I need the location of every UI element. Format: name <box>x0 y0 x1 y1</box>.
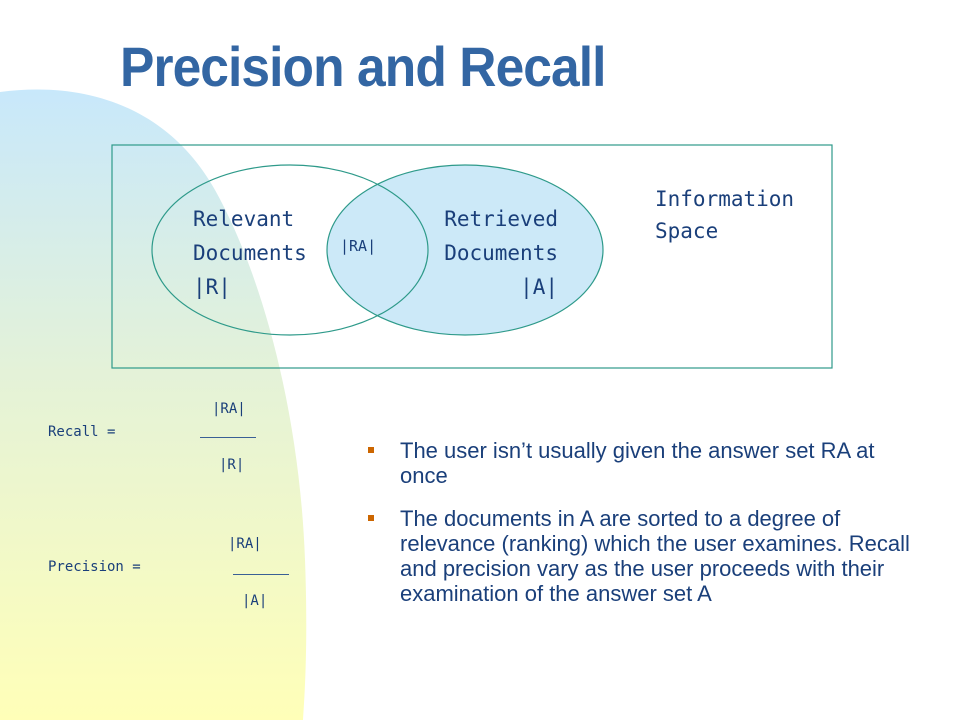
retrieved-label-line-1: Retrieved <box>444 207 558 231</box>
recall-numerator: |RA| <box>212 401 246 417</box>
bullet-text: The documents in A are sorted to a degre… <box>400 506 910 606</box>
information-space-box <box>111 144 833 369</box>
bullet-item: The documents in A are sorted to a degre… <box>368 506 928 606</box>
retrieved-label-line-3: |A| <box>520 275 558 299</box>
page-title: Precision and Recall <box>120 35 606 98</box>
recall-denominator: |R| <box>219 457 245 473</box>
precision-numerator: |RA| <box>228 536 262 552</box>
retrieved-label-line-2: Documents <box>444 241 558 265</box>
space-label-line-1: Information <box>655 187 795 211</box>
relevant-label-line-3: |R| <box>193 275 231 299</box>
bullet-text: The user isn’t usually given the answer … <box>400 438 875 488</box>
relevant-label-line-1: Relevant <box>193 207 295 231</box>
relevant-label-line-2: Documents <box>193 241 307 265</box>
space-label-line-2: Space <box>655 219 719 243</box>
relevant-documents-label: Relevant Documents |R| <box>193 202 307 304</box>
relevant-documents-circle <box>151 164 429 336</box>
recall-fraction-line <box>200 437 256 438</box>
information-space-label: Information Space <box>655 183 794 247</box>
retrieved-documents-circle <box>326 164 604 336</box>
intersection-label: |RA| <box>340 237 377 255</box>
precision-label: Precision = <box>48 559 141 575</box>
background-wave-shape <box>0 89 307 720</box>
bullet-list: The user isn’t usually given the answer … <box>368 438 928 624</box>
recall-label: Recall = <box>48 424 116 440</box>
bullet-square-icon <box>368 447 374 453</box>
precision-denominator: |A| <box>242 593 268 609</box>
retrieved-documents-label: Retrieved Documents |A| <box>420 202 558 304</box>
precision-fraction-line <box>233 574 289 575</box>
bullet-square-icon <box>368 515 374 521</box>
bullet-item: The user isn’t usually given the answer … <box>368 438 928 488</box>
